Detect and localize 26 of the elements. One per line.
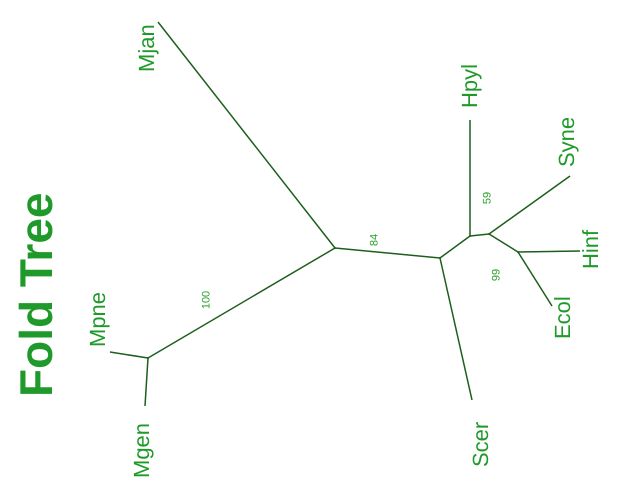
tree-branch bbox=[518, 250, 580, 253]
tree-branch bbox=[334, 247, 440, 259]
tree-branch bbox=[488, 175, 570, 235]
taxon-label: Scer bbox=[470, 421, 492, 467]
bootstrap-value: 84 bbox=[370, 234, 380, 246]
taxon-label: Mpne bbox=[87, 291, 109, 347]
bootstrap-value: 100 bbox=[202, 290, 212, 310]
tree-branch bbox=[440, 235, 470, 259]
diagram-title: Fold Tree bbox=[10, 192, 62, 400]
taxon-label: Hpyl bbox=[459, 64, 481, 108]
tree-branch bbox=[157, 22, 336, 248]
tree-branch bbox=[439, 258, 473, 400]
tree-branch bbox=[469, 120, 471, 236]
taxon-label: Mgen bbox=[131, 422, 153, 478]
tree-branch bbox=[470, 233, 490, 237]
bootstrap-value: 59 bbox=[482, 192, 494, 204]
bootstrap-value: 99 bbox=[492, 268, 502, 282]
tree-branch bbox=[517, 252, 553, 306]
taxon-label: Ecol bbox=[552, 296, 574, 340]
tree-branch bbox=[148, 247, 336, 359]
taxon-label: Mjan bbox=[136, 24, 158, 72]
taxon-label: Hinf bbox=[580, 229, 602, 269]
tree-branch bbox=[488, 233, 518, 253]
taxon-label: Syne bbox=[556, 116, 578, 168]
tree-branch bbox=[110, 351, 148, 359]
tree-branch bbox=[144, 358, 149, 406]
